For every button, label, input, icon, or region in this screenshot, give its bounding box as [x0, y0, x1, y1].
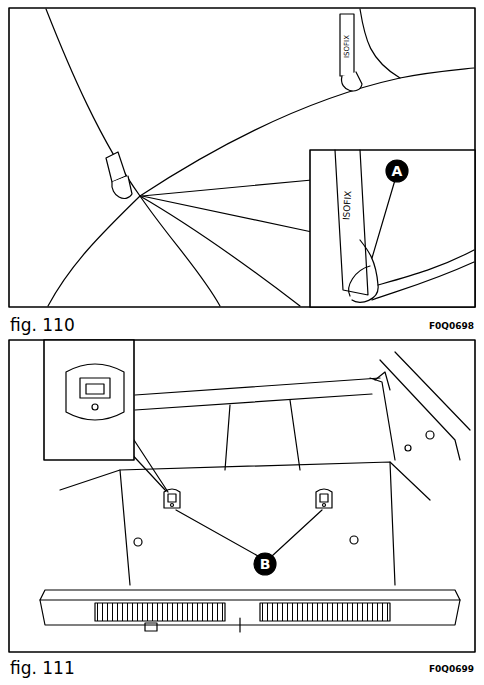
seat-drawing: [9, 8, 475, 307]
tag-text: ISOFIX: [344, 34, 351, 59]
boot-drawing: [9, 340, 475, 652]
image-code: F0Q0698: [429, 322, 474, 331]
callout-letter: B: [260, 557, 271, 571]
figure-number: fig. 110: [10, 317, 75, 334]
figure-number: fig. 111: [10, 660, 75, 677]
callout-letter: A: [392, 164, 403, 178]
image-code: F0Q0699: [429, 665, 474, 674]
